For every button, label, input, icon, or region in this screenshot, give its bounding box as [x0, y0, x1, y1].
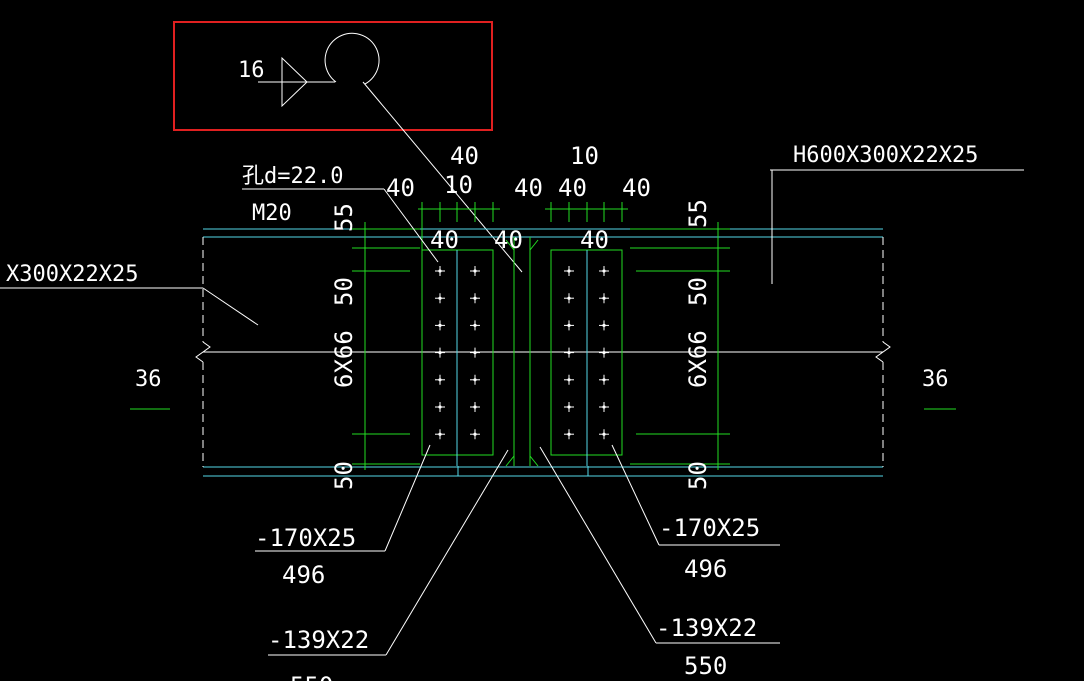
hole-label: 孔d=22.0 [242, 164, 343, 189]
section-right-label: H600X300X22X25 [793, 143, 978, 168]
bolt-hole [470, 293, 480, 304]
bolt-hole [435, 266, 445, 276]
dim-top-40-e: 40 [622, 174, 651, 202]
bolt-hole [564, 402, 574, 412]
bolt-hole [470, 347, 480, 358]
bolt-hole [564, 320, 574, 331]
right-web-plate-size: -139X22 [656, 614, 757, 642]
drawing-texts: 孔d=22.0 M20 H600X300X22X25 X300X22X25 36… [6, 142, 978, 681]
dim-top-40-a: 40 [450, 142, 479, 170]
dim-top-40-c: 40 [514, 174, 543, 202]
section-left-label: X300X22X25 [6, 262, 138, 287]
bolt-hole [435, 402, 445, 412]
bolt-hole [564, 293, 574, 304]
bolt-hole [435, 429, 445, 440]
bolt-hole [599, 429, 609, 440]
bolt-hole [435, 320, 445, 331]
highlight-box [173, 21, 493, 131]
bolt-hole [599, 266, 609, 276]
right-flange-plate-size: -170X25 [659, 514, 760, 542]
splice-plates [421, 237, 623, 467]
top-dimension-lines [418, 202, 628, 250]
dim-top-40-d: 40 [558, 174, 587, 202]
bolt-hole [599, 320, 609, 331]
bolt-hole [599, 402, 609, 412]
bolt-hole [470, 374, 480, 385]
dim-left-pitch: 6X66 [330, 330, 358, 388]
left-web-plate-length: 550 [290, 672, 333, 681]
mark-left: 36 [135, 367, 162, 392]
dim-right-50-bottom: 50 [684, 461, 712, 490]
dim-left-50-top: 50 [330, 277, 358, 306]
dim-top-10-b: 10 [570, 142, 599, 170]
left-flange-plate-size: -170X25 [255, 524, 356, 552]
right-dimension-lines [630, 222, 730, 470]
beam-break-lines [195, 237, 891, 467]
bolt-hole [435, 374, 445, 385]
bolt-hole [564, 429, 574, 440]
bolt-hole [564, 266, 574, 276]
bolt-hole [470, 429, 480, 440]
dim-inner-40-a: 40 [430, 226, 459, 254]
dim-right-50-top: 50 [684, 277, 712, 306]
bolt-hole [564, 347, 574, 358]
dim-right-pitch: 6X66 [684, 330, 712, 388]
dim-left-50-bottom: 50 [330, 461, 358, 490]
right-flange-plate-length: 496 [684, 555, 727, 583]
bolt-hole [470, 320, 480, 331]
bolt-holes [435, 266, 609, 440]
dim-top-10-a: 10 [444, 171, 473, 199]
dim-right-55: 55 [684, 199, 712, 228]
leader-lines [0, 169, 1024, 656]
mark-right: 36 [922, 367, 949, 392]
left-flange-plate-length: 496 [282, 561, 325, 589]
left-web-plate-size: -139X22 [268, 626, 369, 654]
bolt-hole [599, 374, 609, 385]
dim-inner-40-c: 40 [580, 226, 609, 254]
dim-left-55: 55 [330, 203, 358, 232]
bolt-hole [599, 347, 609, 358]
bolt-hole [564, 374, 574, 385]
bolt-hole [470, 266, 480, 276]
bolt-hole [599, 293, 609, 304]
bolt-hole [435, 347, 445, 358]
bolt-hole [435, 293, 445, 304]
left-dimension-lines [352, 222, 420, 470]
dim-inner-40-b: 40 [494, 226, 523, 254]
bolt-hole [470, 402, 480, 412]
dim-top-40-b: 40 [386, 174, 415, 202]
weld-size-label: 16 [238, 58, 265, 83]
beam-flanges [203, 228, 883, 477]
weld-symbol: 16 [238, 32, 523, 273]
bolt-label: M20 [252, 201, 292, 226]
right-web-plate-length: 550 [684, 652, 727, 680]
